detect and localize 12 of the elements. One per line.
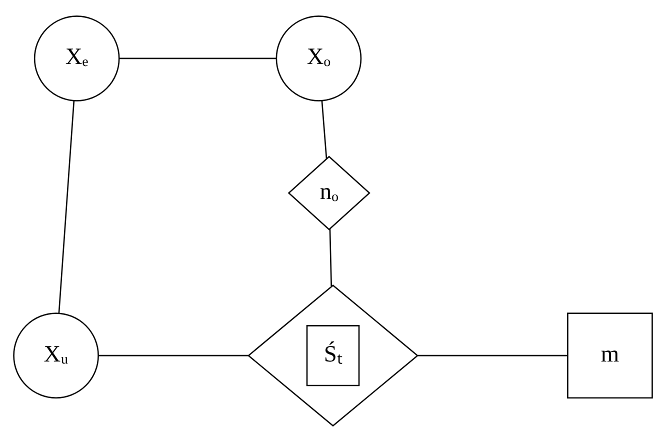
connector [321, 100, 328, 158]
connector [418, 354, 568, 356]
connector [119, 57, 276, 59]
node-circle: Xₑ [34, 15, 120, 101]
node-diamond: nₒ [288, 155, 370, 230]
connector [58, 100, 75, 313]
node-circle: Xₒ [276, 15, 362, 101]
node-diamond: Śₜ [247, 284, 419, 426]
node-box: m [567, 312, 653, 398]
connector [329, 228, 332, 286]
connector [98, 354, 248, 356]
node-circle: Xᵤ [13, 312, 99, 398]
